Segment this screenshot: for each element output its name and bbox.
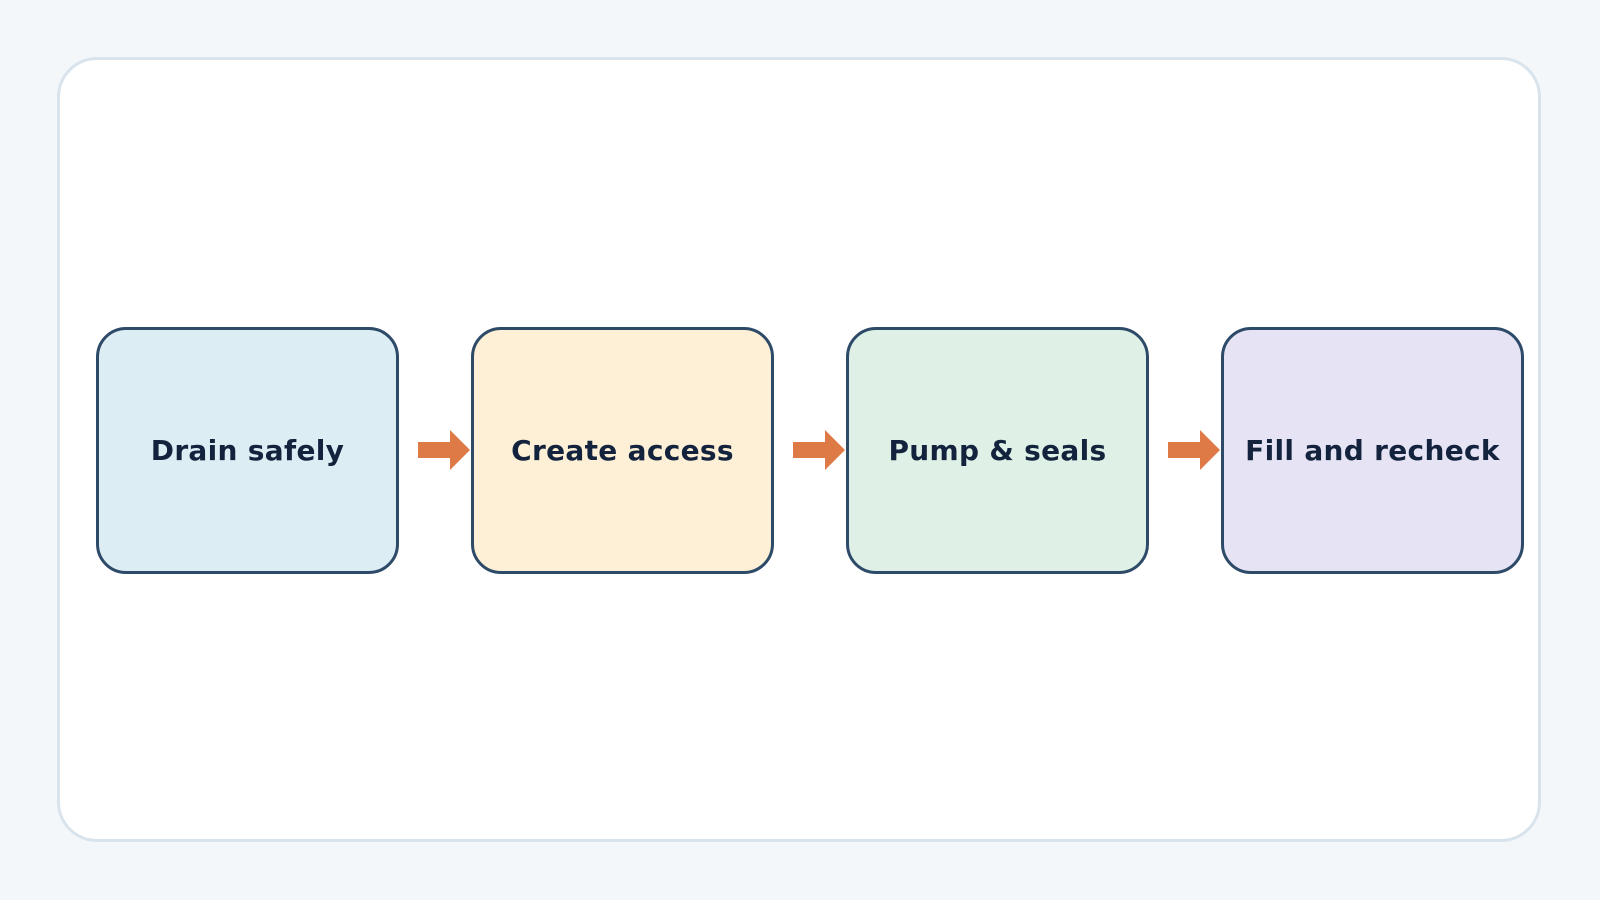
flow-arrow-icon — [1168, 430, 1220, 470]
step-box-create-access: Create access — [471, 327, 774, 574]
step-label: Fill and recheck — [1245, 434, 1500, 467]
step-label: Pump & seals — [888, 434, 1107, 467]
flow-arrow-icon — [418, 430, 470, 470]
step-label: Create access — [511, 434, 734, 467]
flow-arrow-icon — [793, 430, 845, 470]
step-label: Drain safely — [150, 434, 345, 467]
step-box-pump-seals: Pump & seals — [846, 327, 1149, 574]
step-box-fill-and-recheck: Fill and recheck — [1221, 327, 1524, 574]
step-box-drain-safely: Drain safely — [96, 327, 399, 574]
